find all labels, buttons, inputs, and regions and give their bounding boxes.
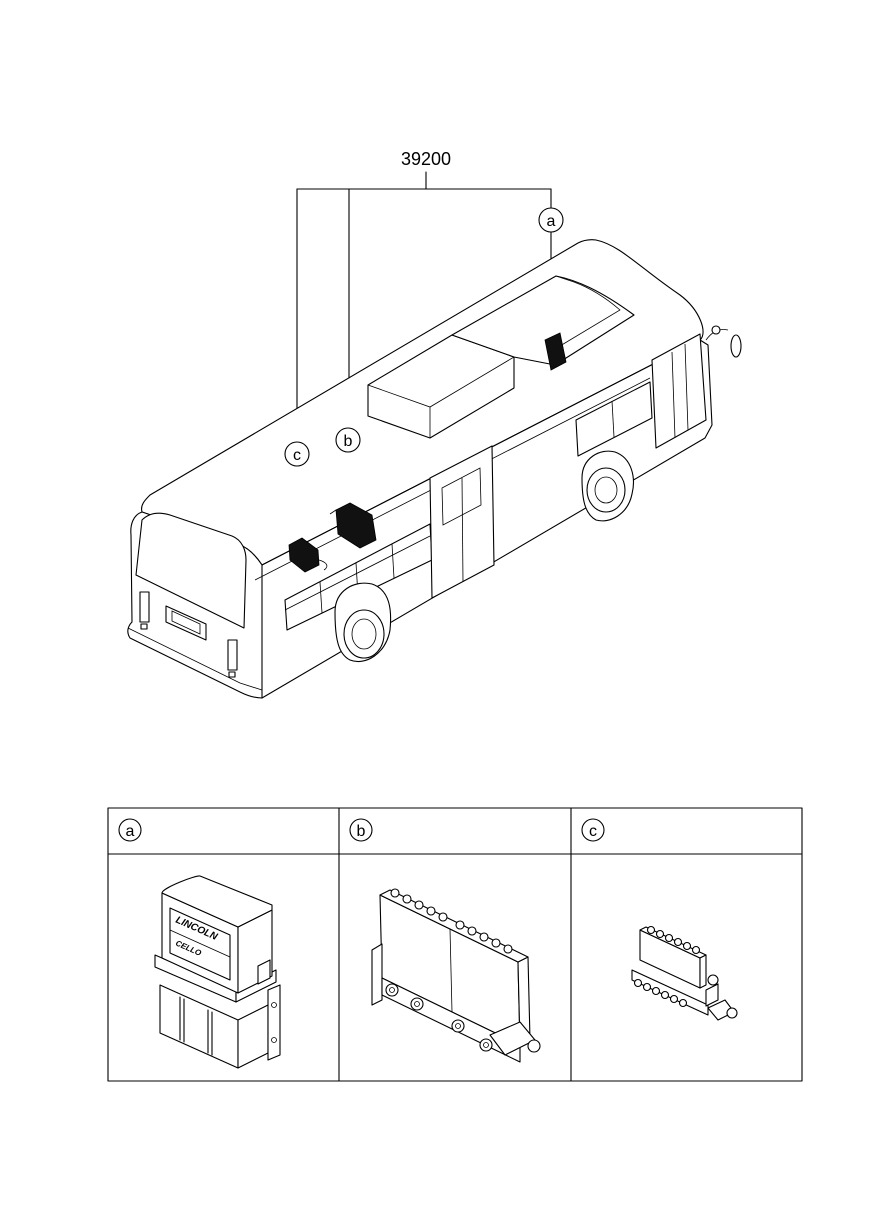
callout-b: b xyxy=(335,427,361,453)
svg-text:b: b xyxy=(357,823,366,840)
svg-text:a: a xyxy=(547,213,556,230)
svg-text:c: c xyxy=(589,823,597,840)
component-c-illustration xyxy=(631,925,738,1021)
part-number-label: 39200 xyxy=(401,149,451,169)
callout-a: a xyxy=(538,207,564,233)
svg-text:a: a xyxy=(126,823,135,840)
svg-text:c: c xyxy=(293,447,301,464)
component-table xyxy=(107,807,803,1082)
bus-illustration xyxy=(127,239,742,699)
table-header-b: b xyxy=(349,818,373,842)
component-a-illustration: LINCOLN CELLO xyxy=(154,875,281,1069)
component-b-illustration xyxy=(371,888,541,1063)
svg-text:b: b xyxy=(344,433,353,450)
callout-c: c xyxy=(284,441,310,467)
table-header-a: a xyxy=(118,818,142,842)
table-header-c: c xyxy=(581,818,605,842)
